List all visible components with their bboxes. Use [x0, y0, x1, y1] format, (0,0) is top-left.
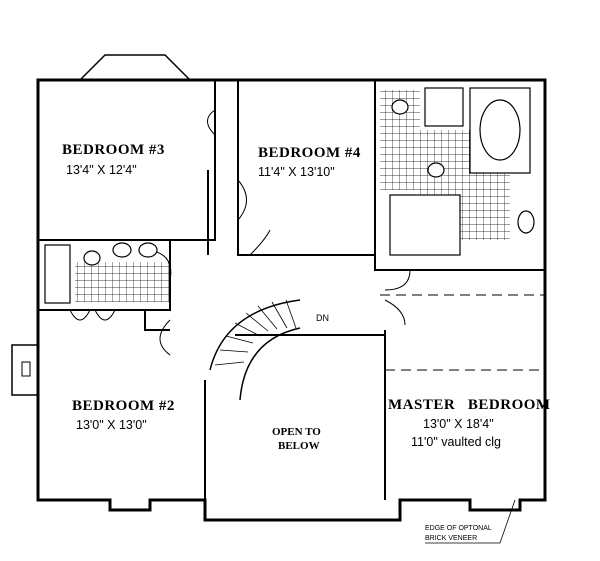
bay-window [79, 54, 191, 81]
exterior-wall [36, 78, 547, 522]
master-size: 13'0" X 18'4" [423, 417, 494, 431]
stair-down-label: DN [316, 313, 329, 323]
hall-bathtub [44, 244, 71, 304]
master-name: MASTER BEDROOM [388, 397, 551, 413]
chimney [11, 344, 39, 396]
open-to-below-line2: BELOW [278, 440, 320, 452]
bedroom2-size: 13'0" X 13'0" [76, 418, 147, 432]
bedroom4-name: BEDROOM #4 [258, 145, 361, 161]
bedroom3-size: 13'4" X 12'4" [66, 163, 137, 177]
bedroom4-size: 11'4" X 13'10" [258, 165, 335, 179]
veneer-note-line2: BRICK VENEER [425, 535, 478, 542]
master-ceiling: 11'0" vaulted clg [411, 435, 501, 449]
bedroom2-name: BEDROOM #2 [72, 398, 175, 414]
master-shower [424, 87, 464, 127]
open-to-below-line1: OPEN TO [272, 426, 321, 438]
veneer-note-line1: EDGE OF OPTONAL [425, 525, 492, 532]
curved-stair [209, 299, 301, 401]
bedroom3-name: BEDROOM #3 [62, 142, 165, 158]
